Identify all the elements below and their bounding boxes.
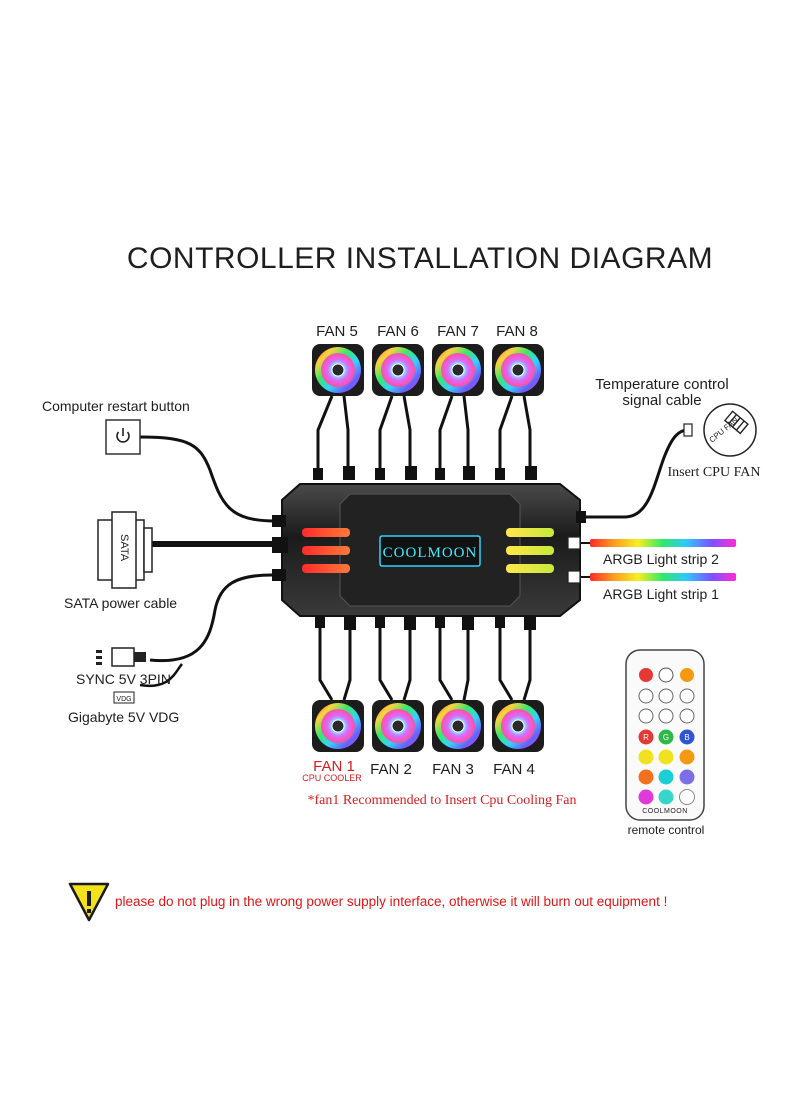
warning-text: please do not plug in the wrong power su… [115, 894, 667, 909]
sync-label: SYNC 5V 3PIN [76, 671, 171, 687]
fan-row-bottom: FAN 1 CPU COOLER FAN 2 FAN 3 FAN 4 [302, 700, 544, 783]
remote-color-button [679, 729, 695, 745]
remote-color-button [679, 789, 695, 805]
hub-connectors-top [313, 466, 537, 480]
sata-power-label: SATA power cable [64, 595, 177, 611]
remote-control-label: remote control [628, 823, 705, 837]
remote-rgb-label: G [663, 733, 669, 742]
fan-1 [312, 700, 364, 752]
remote-rgb-label: B [684, 733, 689, 742]
fan-7-label: FAN 7 [437, 323, 479, 340]
sync-connector-group: SYNC 5V 3PIN VDG Gigabyte 5V VDG [68, 647, 179, 725]
hub-brand-label: COOLMOON [383, 545, 478, 561]
fan-6 [372, 344, 424, 396]
argb-strips: ARGB Light strip 2 ARGB Light strip 1 [567, 536, 736, 602]
argb-strip-1-label: ARGB Light strip 1 [603, 586, 719, 602]
fan-3-label: FAN 3 [432, 761, 474, 778]
sata-connector: SATA SATA power cable [64, 511, 177, 611]
fan-8 [492, 344, 544, 396]
remote-color-button [679, 749, 695, 765]
cpu-fan-header-icon [703, 403, 757, 457]
argb-strip-2-label: ARGB Light strip 2 [603, 551, 719, 567]
remote-control: R G B COOLMOON remote control [625, 649, 705, 837]
remote-color-button [638, 769, 654, 785]
fan-2 [372, 700, 424, 752]
remote-color-button [638, 749, 654, 765]
remote-color-button [658, 789, 674, 805]
remote-rgb-label: R [643, 733, 649, 742]
power-icon [116, 428, 130, 443]
remote-color-button [638, 729, 654, 745]
hub-connectors-bottom [315, 616, 536, 630]
restart-button-box [105, 419, 141, 455]
remote-color-button [658, 729, 674, 745]
remote-top-buttons [638, 667, 695, 724]
restart-button-group: Computer restart button [42, 398, 190, 455]
fan-8-label: FAN 8 [496, 323, 538, 340]
cables [139, 395, 689, 701]
diagram-title: CONTROLLER INSTALLATION DIAGRAM [127, 242, 713, 275]
remote-color-button [638, 789, 654, 805]
cpu-cooler-label: CPU COOLER [302, 773, 362, 783]
argb-strip-1 [590, 573, 736, 581]
fan-6-label: FAN 6 [377, 323, 419, 340]
fan-4 [492, 700, 544, 752]
remote-color-button [679, 769, 695, 785]
remote-brand-label: COOLMOON [642, 808, 688, 815]
insert-cpu-fan-label: Insert CPU FAN [667, 465, 760, 480]
controller-hub: COOLMOON [272, 483, 586, 617]
fan1-note: *fan1 Recommended to Insert Cpu Cooling … [307, 793, 576, 808]
restart-button-label: Computer restart button [42, 398, 190, 414]
warning-banner: please do not plug in the wrong power su… [68, 882, 667, 922]
fan-5-label: FAN 5 [316, 323, 358, 340]
temperature-label-line1: Temperature control [595, 376, 728, 393]
fan-2-label: FAN 2 [370, 761, 412, 778]
temperature-label-line2: signal cable [622, 392, 701, 409]
fan-1-label: FAN 1 [313, 758, 355, 775]
fan-4-label: FAN 4 [493, 761, 535, 778]
vdg-tag: VDG [116, 696, 131, 703]
fan-5 [312, 344, 364, 396]
gigabyte-vdg-label: Gigabyte 5V VDG [68, 709, 179, 725]
temperature-cable-group: Temperature control signal cable CPU FAN… [595, 376, 760, 480]
sata-connector-text: SATA [118, 534, 130, 562]
remote-color-button [658, 749, 674, 765]
fan-row-top: FAN 5 FAN 6 FAN 7 FAN 8 [312, 323, 544, 396]
warning-icon [68, 882, 110, 922]
fan-3 [432, 700, 484, 752]
remote-color-button [658, 769, 674, 785]
argb-strip-2 [590, 539, 736, 547]
fan-7 [432, 344, 484, 396]
